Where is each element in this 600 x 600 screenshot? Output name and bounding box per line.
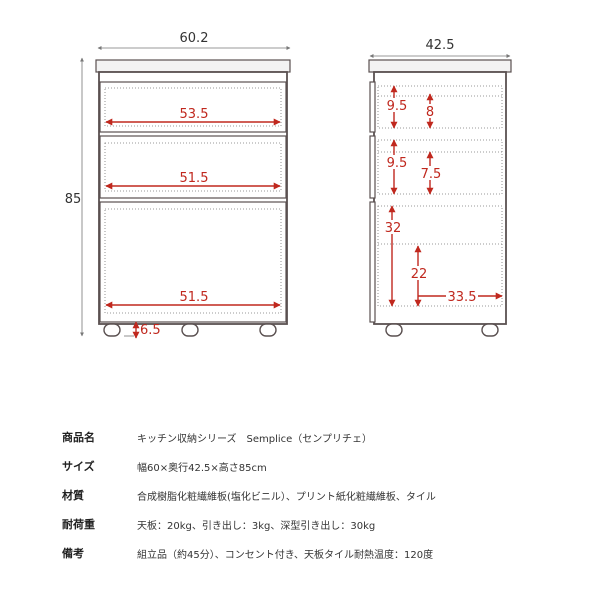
front-caster-3 bbox=[259, 323, 277, 337]
front-drawer-3-width: 51.5 bbox=[180, 290, 209, 305]
side-top-board bbox=[368, 59, 512, 73]
label-bg bbox=[386, 155, 408, 169]
side-drawer-2-front bbox=[369, 135, 376, 199]
front-drawer-2-inner bbox=[104, 142, 282, 192]
side-drawer-1-box bbox=[377, 85, 503, 129]
side-depth-label: 42.5 bbox=[426, 38, 455, 53]
spec-value-size: 幅60×奥行42.5×高さ85cm bbox=[137, 463, 267, 474]
front-drawer-2 bbox=[99, 135, 287, 199]
label-bg bbox=[408, 266, 428, 280]
spec-value-material: 合成樹脂化粧繊維板(塩化ビニル）、プリント紙化粧繊維板、タイル bbox=[137, 492, 436, 503]
label-bg bbox=[446, 289, 478, 303]
label-bg bbox=[174, 289, 214, 303]
front-height-label: 85 bbox=[65, 192, 82, 207]
spec-value-load: 天板：20kg、引き出し：3kg、深型引き出し：30kg bbox=[137, 521, 376, 532]
side-drawer-2-outer: 9.5 bbox=[387, 156, 408, 171]
spec-value-name: キッチン収納シリーズ Semplice（センプリチェ） bbox=[137, 434, 372, 445]
side-drawer-1-front bbox=[369, 81, 376, 133]
side-drawer-3-inner: 22 bbox=[411, 267, 428, 282]
front-caster-1 bbox=[103, 323, 121, 337]
label-bg bbox=[423, 104, 437, 118]
side-drawer-1-inner: 8 bbox=[426, 105, 434, 120]
front-drawer-1-inner bbox=[104, 87, 282, 127]
side-drawer-2-inner: 7.5 bbox=[421, 167, 442, 182]
spec-label-load: 耐荷重 bbox=[62, 518, 95, 531]
front-top-board bbox=[95, 59, 291, 73]
side-drawer-1-outer: 9.5 bbox=[387, 99, 408, 114]
label-bg bbox=[420, 166, 442, 180]
front-drawer-3-inner bbox=[104, 208, 282, 314]
front-width-label: 60.2 bbox=[180, 31, 209, 46]
label-bg bbox=[174, 106, 214, 120]
side-drawer-3-depth: 33.5 bbox=[448, 290, 477, 305]
side-drawer-3-box bbox=[377, 205, 503, 307]
front-view: 60.2 85 53.5 51.5 51.5 bbox=[65, 31, 291, 339]
label-bg bbox=[383, 220, 403, 234]
side-drawer-2-box bbox=[377, 139, 503, 195]
front-caster-2 bbox=[181, 323, 199, 337]
side-view: 42.5 9.5 8 9.5 7.5 32 bbox=[368, 38, 512, 337]
spec-value-notes: 組立品（約45分）、コンセント付き、天板タイル耐熱温度：120度 bbox=[137, 550, 434, 561]
front-drawer-2-width: 51.5 bbox=[180, 171, 209, 186]
side-drawer-3-front bbox=[369, 201, 376, 323]
spec-label-material: 材質 bbox=[62, 489, 84, 502]
label-bg bbox=[386, 98, 408, 112]
spec-label-name: 商品名 bbox=[62, 431, 95, 444]
side-drawer-3-outer: 32 bbox=[385, 221, 402, 236]
caster-clearance-label: 6.5 bbox=[140, 323, 161, 338]
side-caster-1 bbox=[385, 323, 403, 337]
front-drawer-1-width: 53.5 bbox=[180, 107, 209, 122]
spec-label-notes: 備考 bbox=[62, 547, 84, 560]
spec-label-size: サイズ bbox=[62, 460, 95, 473]
label-bg bbox=[174, 170, 214, 184]
side-caster-2 bbox=[481, 323, 499, 337]
dimension-diagram: 60.2 85 53.5 51.5 51.5 bbox=[65, 31, 512, 339]
